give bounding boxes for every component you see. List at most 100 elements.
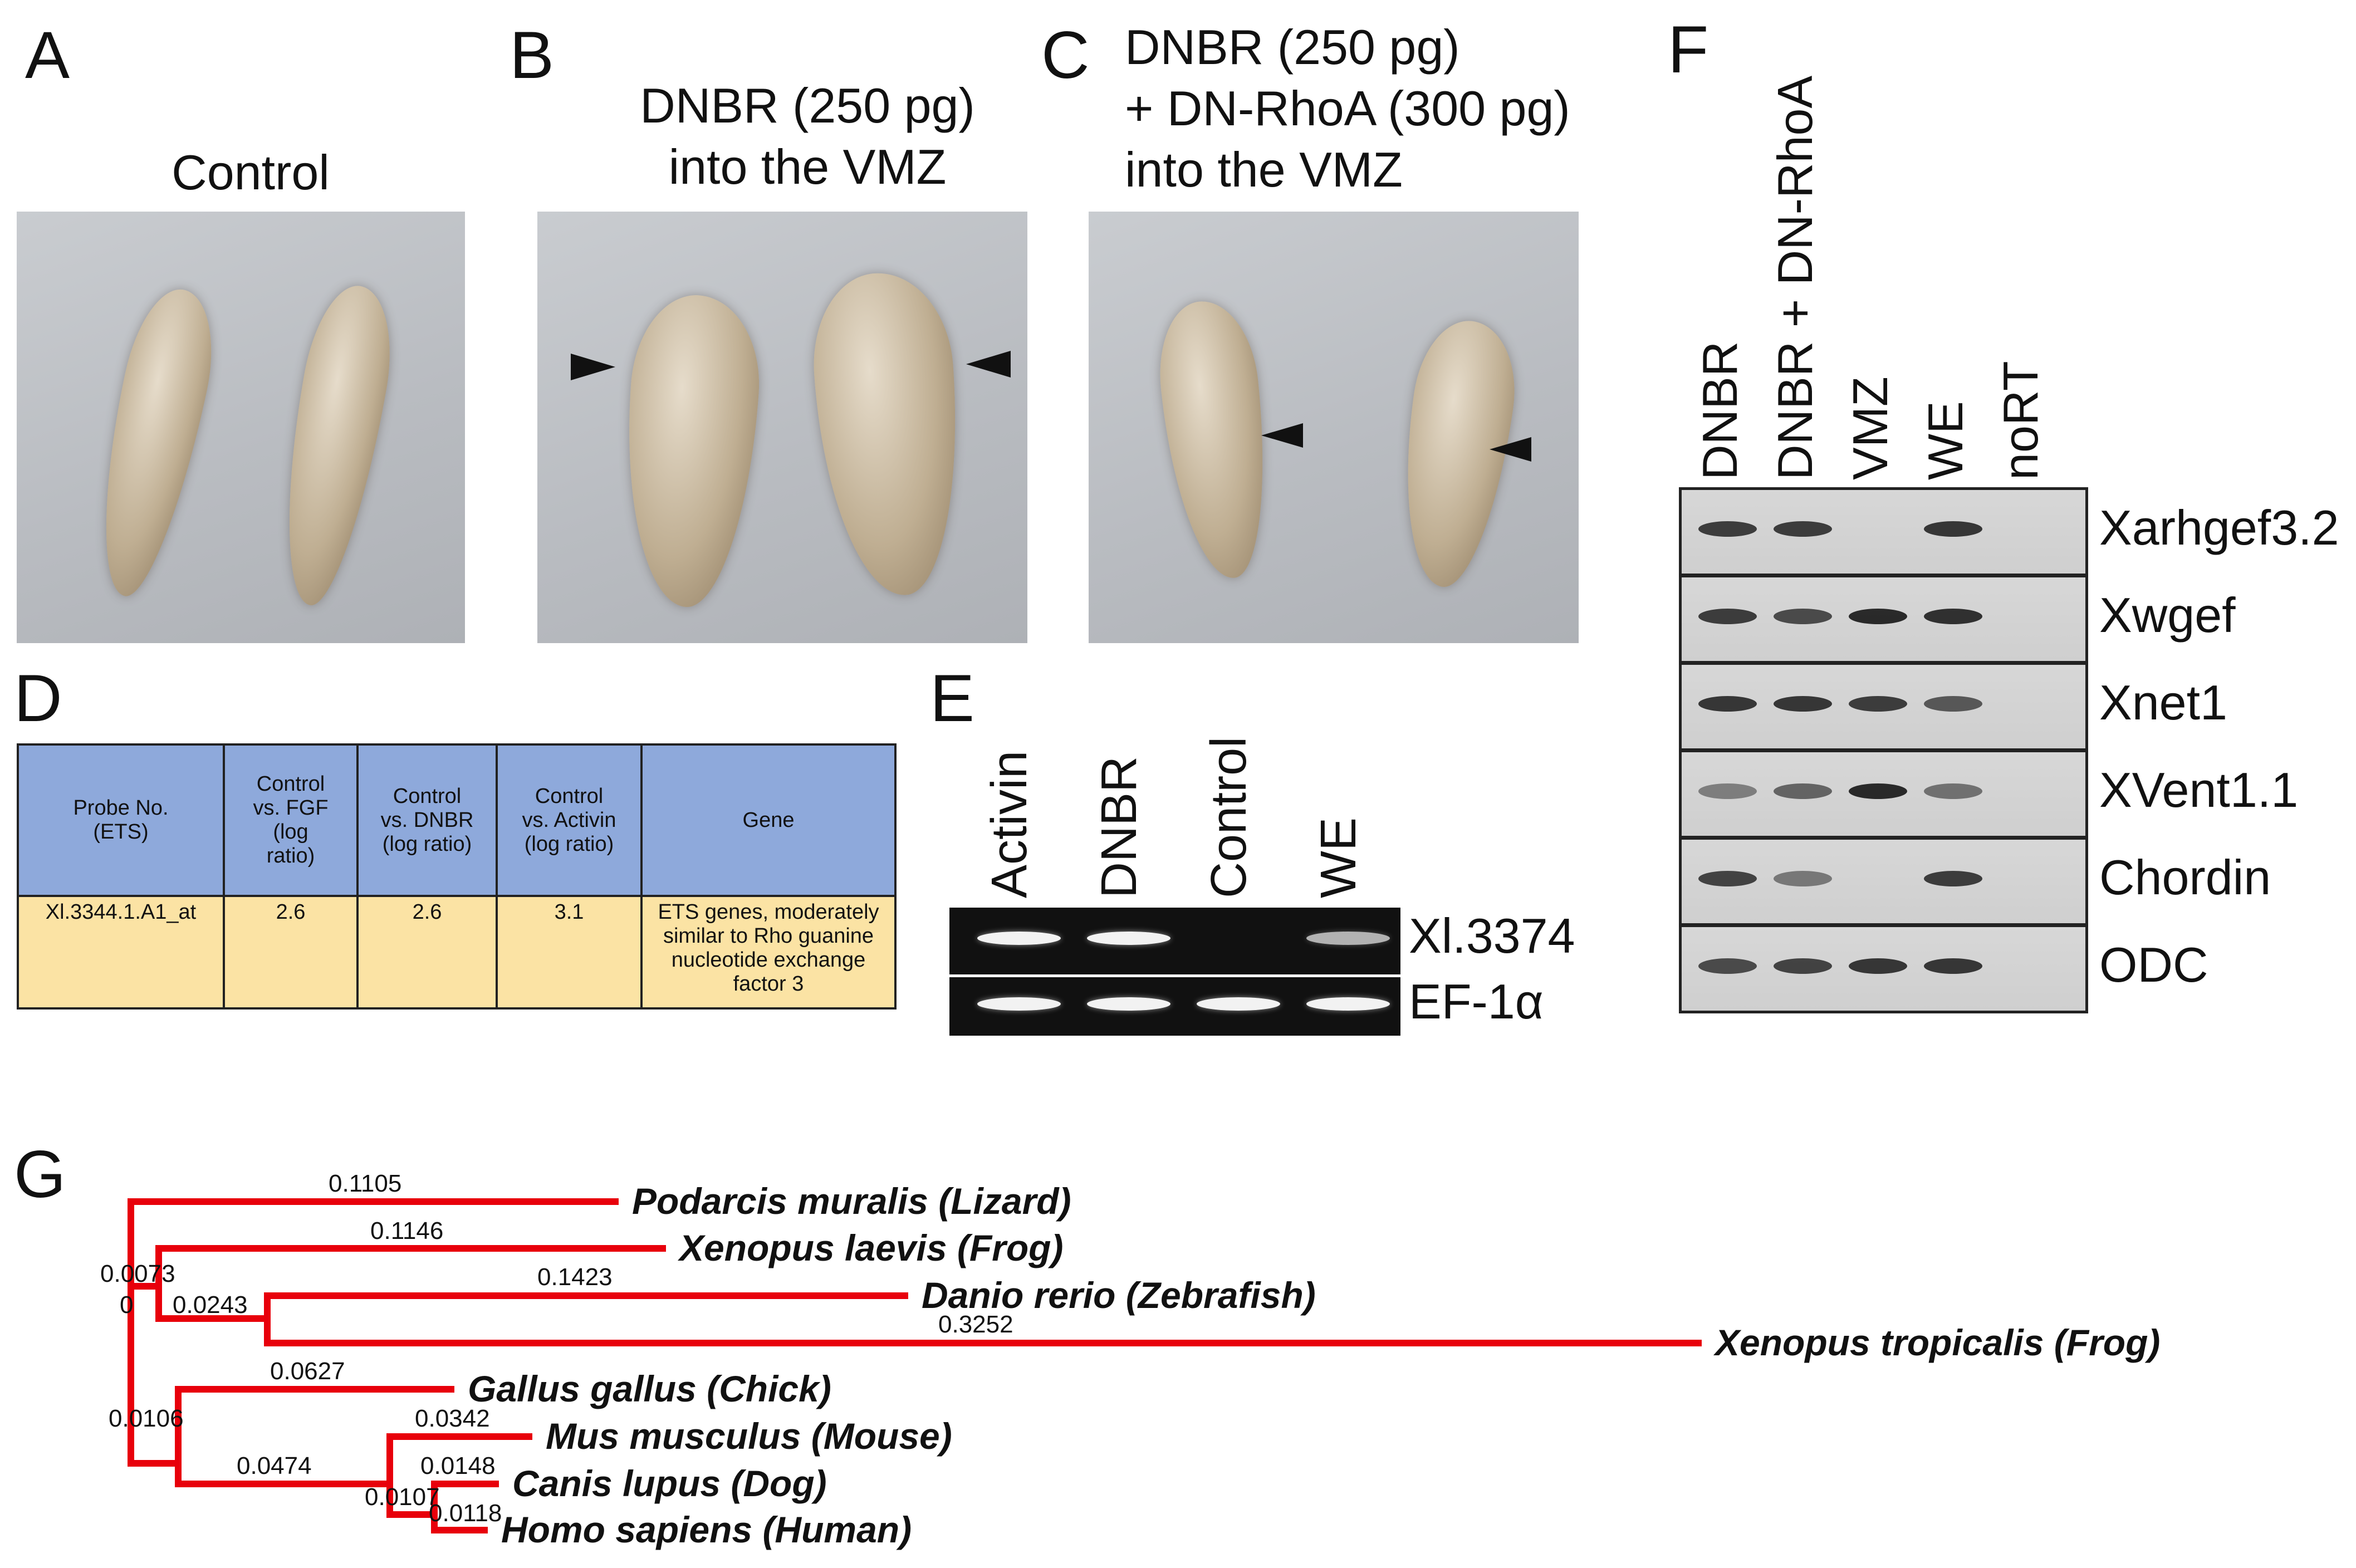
gene-label: Xwgef xyxy=(2099,587,2236,643)
gel-band xyxy=(1197,997,1280,1011)
taxon-label: Danio rerio (Zebrafish) xyxy=(922,1275,1316,1316)
gene-label: ODC xyxy=(2099,937,2208,992)
table-cell: 3.1 xyxy=(496,895,643,1010)
panel-letter-f: F xyxy=(1668,12,1709,87)
caption-b: DNBR (250 pg) into the VMZ xyxy=(640,78,975,194)
branch-length-label: 0.1146 xyxy=(370,1217,443,1244)
caption-a: Control xyxy=(172,145,330,200)
gel-band xyxy=(977,932,1061,945)
gene-label: EF-1α xyxy=(1409,973,1544,1029)
lane-label: WE xyxy=(1311,817,1366,898)
panel-letter-c: C xyxy=(1041,18,1090,92)
gene-label: XVent1.1 xyxy=(2099,762,2299,817)
gel-band xyxy=(1849,958,1907,974)
branch-length-label: 0 xyxy=(120,1291,133,1319)
table-header-cell: Control vs. Activin (log ratio) xyxy=(496,743,643,897)
microarray-table: Probe No. (ETS) Control vs. FGF (log rat… xyxy=(17,743,897,1010)
arrowhead-icon xyxy=(571,354,615,380)
gel-band xyxy=(1774,871,1832,886)
table-cell: 2.6 xyxy=(356,895,498,1010)
panel-letter-d: D xyxy=(14,661,62,736)
lane-label: Control xyxy=(1201,736,1257,898)
branch-length-label: 0.0243 xyxy=(173,1291,248,1319)
gel-band xyxy=(1306,997,1390,1011)
gel-band xyxy=(1698,521,1757,537)
taxon-label: Xenopus laevis (Frog) xyxy=(677,1227,1063,1268)
embryo-photo-b xyxy=(537,212,1027,643)
arrowhead-icon xyxy=(966,351,1011,378)
embryo xyxy=(807,268,969,601)
branch-length-label: 0.0474 xyxy=(237,1452,312,1479)
taxon-label: Canis lupus (Dog) xyxy=(512,1463,827,1504)
branch-length-label: 0.0073 xyxy=(100,1260,175,1287)
gel-band xyxy=(1087,932,1170,945)
embryo-photo-c xyxy=(1089,212,1579,643)
embryo-photo-a xyxy=(17,212,465,643)
lane-label: DNBR + DN-RhoA xyxy=(1767,75,1823,480)
lane-label: WE xyxy=(1918,401,1973,480)
gel-band xyxy=(1924,521,1982,537)
embryo xyxy=(1152,296,1279,584)
gel-band xyxy=(1698,696,1757,712)
taxon-label: Homo sapiens (Human) xyxy=(501,1509,912,1550)
panel-letter-e: E xyxy=(930,661,975,736)
gel-band xyxy=(1849,609,1907,624)
branch-length-label: 0.0342 xyxy=(415,1405,490,1432)
taxon-label: Gallus gallus (Chick) xyxy=(468,1368,831,1409)
branch-length-label: 0.0107 xyxy=(365,1483,440,1511)
branch-length-label: 0.0627 xyxy=(270,1358,345,1385)
gel-band xyxy=(1924,871,1982,886)
gel-band xyxy=(1698,609,1757,624)
lane-label: Activin xyxy=(982,750,1037,898)
branch-length-label: 0.1423 xyxy=(537,1263,613,1291)
lane-label: DNBR xyxy=(1692,341,1747,480)
gel-band xyxy=(1924,958,1982,974)
gene-label: Xarhgef3.2 xyxy=(2099,500,2339,555)
table-header-cell: Gene xyxy=(640,743,897,897)
panel-letter-g: G xyxy=(14,1137,66,1212)
phylogenetic-tree: Podarcis muralis (Lizard) Xenopus laevis … xyxy=(100,1170,2160,1550)
gel-band xyxy=(1849,696,1907,712)
branch-length-label: 0.0106 xyxy=(109,1405,184,1432)
gel-band xyxy=(1698,783,1757,799)
arrowhead-icon xyxy=(1490,437,1531,462)
arrowhead-icon xyxy=(1261,423,1303,448)
gel-band xyxy=(1774,521,1832,537)
lane-label: VMZ xyxy=(1843,376,1898,480)
gel-band xyxy=(1774,696,1832,712)
gel-band xyxy=(977,997,1061,1011)
embryo xyxy=(615,291,766,611)
lane-label: noRT xyxy=(1993,361,2048,480)
table-cell: 2.6 xyxy=(223,895,359,1010)
table-header-cell: Control vs. FGF (log ratio) xyxy=(223,743,359,897)
embryo xyxy=(80,281,227,604)
gel-band xyxy=(1924,609,1982,624)
table-header-cell: Probe No. (ETS) xyxy=(17,743,225,897)
gel-band xyxy=(1306,932,1390,945)
gene-label: Xnet1 xyxy=(2099,675,2227,730)
panel-letter-a: A xyxy=(25,18,70,92)
taxon-label: Xenopus tropicalis (Frog) xyxy=(1713,1322,2160,1363)
panel-letter-b: B xyxy=(510,18,555,92)
lane-label: DNBR xyxy=(1091,756,1147,898)
gel-band xyxy=(1698,871,1757,886)
table-cell: ETS genes, moderately similar to Rho gua… xyxy=(640,895,897,1010)
caption-c: DNBR (250 pg) + DN-RhoA (300 pg) into th… xyxy=(1125,19,1570,197)
gel-band xyxy=(1774,609,1832,624)
branch-length-label: 0.3252 xyxy=(938,1311,1013,1338)
table-cell: Xl.3344.1.A1_at xyxy=(17,895,225,1010)
table-header-cell: Control vs. DNBR (log ratio) xyxy=(356,743,498,897)
taxon-label: Podarcis muralis (Lizard) xyxy=(632,1180,1071,1222)
branch-length-label: 0.1105 xyxy=(329,1170,401,1197)
gene-label: Xl.3374 xyxy=(1409,908,1575,963)
embryo xyxy=(265,279,404,612)
gel-band xyxy=(1849,783,1907,799)
gel-band xyxy=(1698,958,1757,974)
taxon-label: Mus musculus (Mouse) xyxy=(546,1415,952,1457)
gel-band xyxy=(1924,783,1982,799)
gel-band xyxy=(1774,958,1832,974)
gel-band xyxy=(1087,997,1170,1011)
branch-length-label: 0.0148 xyxy=(420,1452,496,1479)
branch-length-label: 0.0118 xyxy=(429,1500,502,1527)
gel-band xyxy=(1924,696,1982,712)
